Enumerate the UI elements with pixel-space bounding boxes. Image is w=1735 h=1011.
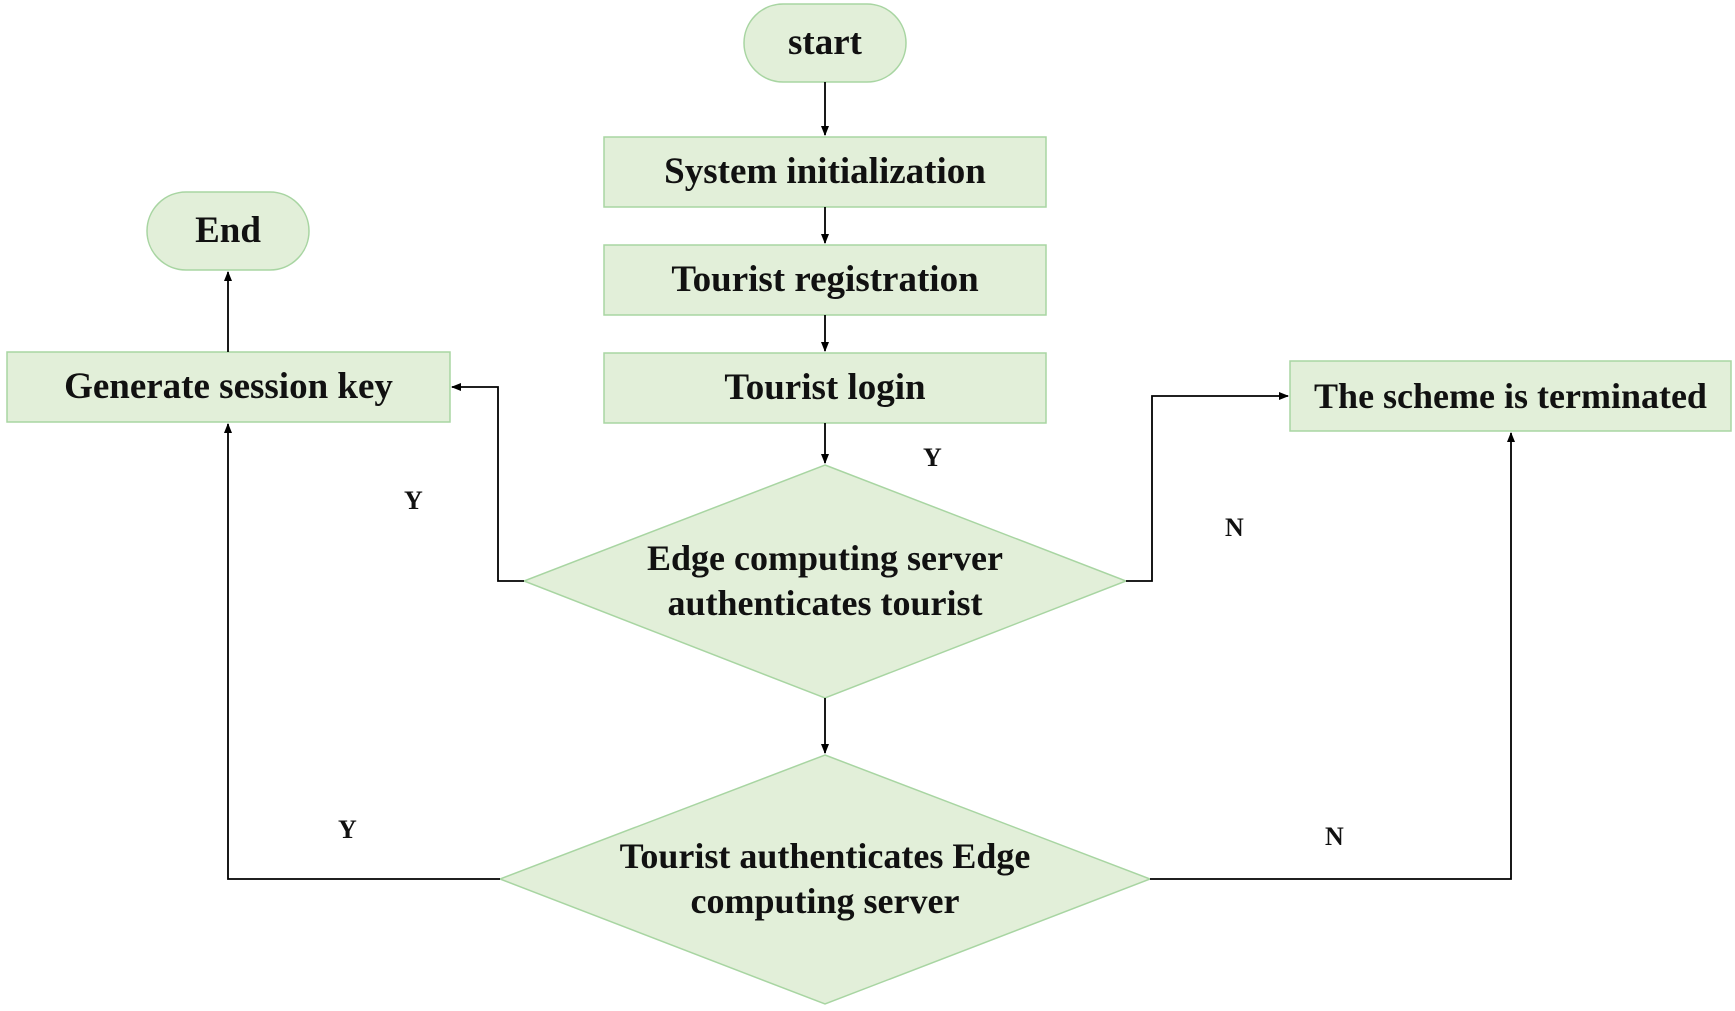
edge-auth-label-line1: Edge computing server — [647, 538, 1003, 578]
system-initialization-box — [603, 136, 1047, 208]
edge-label-tourist-auth-no: N — [1325, 822, 1344, 851]
generate-session-key-label: Generate session key — [64, 365, 393, 407]
generate-session-key-box — [6, 351, 451, 423]
system-initialization-label: System initialization — [664, 150, 986, 192]
terminated-box — [1289, 360, 1732, 432]
terminated-label: The scheme is terminated — [1314, 375, 1707, 416]
tourist-auth-decision — [497, 754, 1153, 1005]
tourist-login-label: Tourist login — [724, 366, 926, 408]
end-terminal — [146, 191, 310, 271]
arrow-tourist-auth-yes-to-key — [224, 423, 500, 880]
edge-auth-label-line2: authenticates tourist — [667, 583, 983, 623]
tourist-auth-label: Tourist authenticates Edge computing ser… — [560, 829, 1090, 929]
tourist-registration-label: Tourist registration — [671, 258, 979, 300]
arrow-edge-auth-no-to-terminated — [1126, 392, 1289, 582]
arrow-tourist-auth-no-to-terminated — [1150, 432, 1515, 880]
edge-label-edge-auth-yes: Y — [404, 486, 423, 515]
edge-label-login-yes: Y — [923, 443, 942, 472]
edge-label-tourist-auth-yes: Y — [338, 815, 357, 844]
start-label: start — [788, 21, 862, 63]
tourist-registration-box — [603, 244, 1047, 316]
tourist-auth-label-line2: computing server — [690, 881, 960, 921]
end-label: End — [195, 209, 261, 251]
edge-auth-label: Edge computing server authenticates tour… — [574, 531, 1076, 631]
tourist-auth-label-line1: Tourist authenticates Edge — [619, 836, 1031, 876]
edge-label-edge-auth-no: N — [1225, 513, 1244, 542]
arrow-edge-auth-yes-to-key — [451, 383, 524, 582]
tourist-login-box — [603, 352, 1047, 424]
